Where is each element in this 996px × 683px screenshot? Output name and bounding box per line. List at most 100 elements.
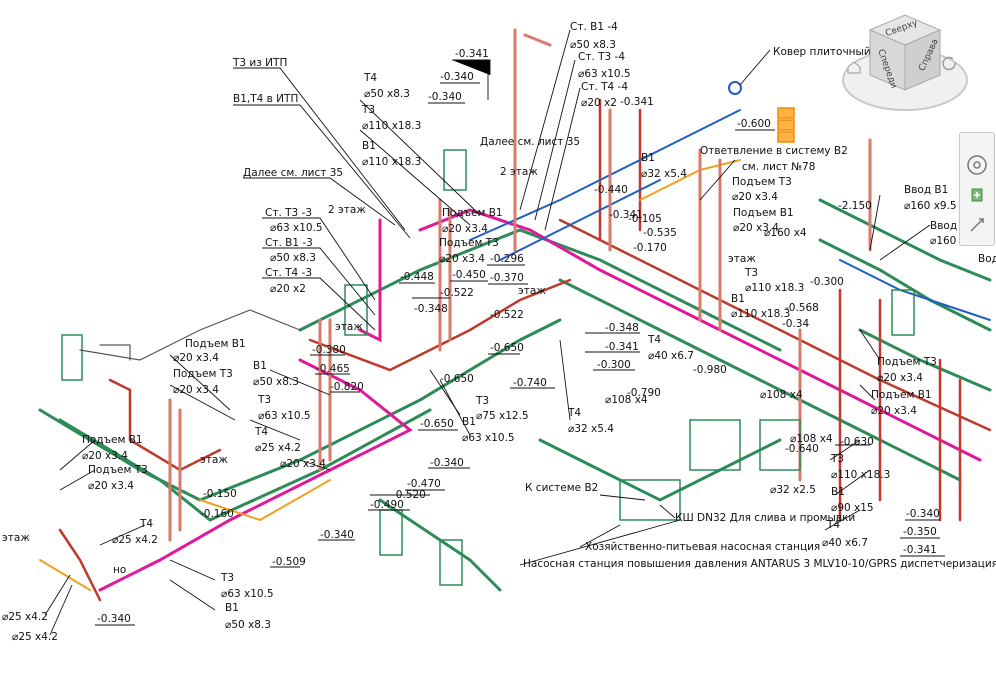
label-d40-a: ⌀40 x6.7	[648, 350, 694, 362]
label-m0450: -0.450	[452, 269, 486, 281]
label-d110-a: ⌀110 x18.3	[362, 120, 421, 132]
label-m0341-top: -0.341	[620, 96, 654, 108]
label-d20-e: ⌀20 x3.4	[732, 191, 778, 203]
label-t4-a: Т4	[363, 72, 377, 84]
label-t3-c: Т3	[257, 394, 271, 406]
label-d50-d: ⌀50 x8.3	[253, 376, 299, 388]
label-d110-e: ⌀110 x18.3	[831, 469, 890, 481]
label-d50-a: ⌀50 x8.3	[570, 39, 616, 51]
label-b1-b: В1	[641, 152, 655, 164]
label-b1-d: В1	[253, 360, 267, 372]
label-b1-a: В1	[362, 140, 376, 152]
label-d20-m: ⌀20 x3.4	[88, 480, 134, 492]
label-m0296: -0.296	[490, 253, 524, 265]
zoom-extents-icon[interactable]	[965, 213, 989, 237]
label-далее-top: Далее см. лист 35	[480, 136, 580, 148]
label-podem-t3-e: Подъем Т3	[88, 464, 148, 476]
label-t3-f: Т3	[220, 572, 234, 584]
label-d110-c: ⌀110 x18.3	[745, 282, 804, 294]
label-no: но	[113, 564, 126, 576]
label-m0300-b: -0.300	[810, 276, 844, 288]
label-podem-t3-b: Подъем Т3	[732, 176, 792, 188]
label-t4-f: Т4	[139, 518, 153, 530]
label-m0300: -0.300	[597, 359, 631, 371]
viewcube-home-icon[interactable]	[847, 61, 861, 74]
label-d20-c: ⌀20 x3.4	[439, 253, 485, 265]
label-podem-t3-c: Подъем Т3	[877, 356, 937, 368]
label-d20-g: ⌀20 x3.4	[877, 372, 923, 384]
label-podem-b1-b: Подъем В1	[733, 207, 794, 219]
label-d63-b: ⌀63 x10.5	[270, 222, 323, 234]
label-m0490: -0.490	[370, 499, 404, 511]
label-d90: ⌀90 x15	[831, 502, 874, 514]
label-d20-i: ⌀20 x3.4	[173, 352, 219, 364]
label-m0170: -0.170	[633, 242, 667, 254]
label-d63-d: ⌀63 x10.5	[462, 432, 515, 444]
label-d160-a: ⌀160 x9.5	[904, 200, 957, 212]
viewcube[interactable]: Сверху Спереди Справа	[842, 14, 968, 111]
label-nasos: Насосная станция повышения давления ANTA…	[523, 558, 996, 570]
label-d20-f: ⌀20 x3.4	[733, 222, 779, 234]
viewcube-right-face[interactable]	[904, 29, 941, 91]
label-etazh-b: этаж	[335, 321, 363, 333]
label-m0370: -0.370	[490, 272, 524, 284]
label-podem-t3-d: Подъем Т3	[173, 368, 233, 380]
label-t3-d: Т3	[475, 395, 489, 407]
label-m0470: -0.470	[407, 478, 441, 490]
label-podem-b1-a: Подъем В1	[442, 207, 503, 219]
label-m0640: -0.640	[785, 443, 819, 455]
label-st-t3-4: Ст. Т3 -4	[578, 51, 625, 63]
label-m0341-d: -0.341	[903, 544, 937, 556]
label-m0650-b: -0.650	[440, 373, 474, 385]
label-b1-g: В1	[225, 602, 239, 614]
navigation-bar	[959, 132, 995, 246]
label-m0340-b: -0.340	[428, 91, 462, 103]
label-etazh-c: этаж	[200, 454, 228, 466]
label-ksh: КШ DN32 Для слива и промывки	[675, 512, 855, 524]
label-otv: Ответвление в систему В2	[700, 145, 848, 157]
label-podem-b1-d: Подъем В1	[185, 338, 246, 350]
label-d50-c: ⌀50 x8.3	[270, 252, 316, 264]
label-m034: -0.34	[782, 318, 809, 330]
label-b1-e: В1	[462, 416, 476, 428]
label-d40-b: ⌀40 x6.7	[822, 537, 868, 549]
label-etazh-e: этаж	[518, 285, 546, 297]
pan-icon[interactable]	[965, 183, 989, 207]
label-d20-a: ⌀20 x2	[581, 97, 617, 109]
steering-wheel-icon[interactable]	[965, 153, 989, 177]
label-d63-a: ⌀63 x10.5	[578, 68, 631, 80]
label-m0341-a: -0.341	[455, 48, 489, 60]
label-m0340-c: -0.340	[430, 457, 464, 469]
label-d160x4: ⌀160 x4	[764, 227, 807, 239]
label-t4-d: Т4	[567, 407, 581, 419]
label-b1-c: В1	[731, 293, 745, 305]
label-m0650-a: -0.650	[490, 342, 524, 354]
label-etazh2-b: 2 этаж	[328, 204, 366, 216]
label-vod: Вод	[978, 253, 996, 265]
label-m0650-c: -0.650	[420, 418, 454, 430]
label-t3-e: Т3	[830, 453, 844, 465]
label-d108-a: ⌀108 x4	[605, 394, 648, 406]
pipe-network	[38, 28, 992, 602]
label-m0790: -0.790	[627, 387, 661, 399]
viewcube-rotate-icon[interactable]	[942, 56, 956, 71]
label-vvod-b1-a: Ввод В1	[904, 184, 948, 196]
label-m0520: -0.520	[392, 489, 426, 501]
label-d75: ⌀75 x12.5	[476, 410, 529, 422]
label-m0380: -0.380	[312, 344, 346, 356]
label-m0105: -0.105	[628, 213, 662, 225]
label-m0820: -0.820	[330, 381, 364, 393]
label-d20-b: ⌀20 x3.4	[442, 223, 488, 235]
label-d20-l: ⌀20 x3.4	[82, 450, 128, 462]
label-m0980: -0.980	[693, 364, 727, 376]
label-hoz: Хозяйственно-питьевая насосная станция	[585, 541, 820, 553]
label-m0341-c2: -0.341	[609, 209, 643, 221]
label-t3-a: Т3	[361, 104, 375, 116]
label-d20-h: ⌀20 x3.4	[871, 405, 917, 417]
label-d110-b: ⌀110 x18.3	[362, 156, 421, 168]
label-d32-a: ⌀32 x5.4	[641, 168, 687, 180]
label-st-t4-3: Ст. Т4 -3	[265, 267, 312, 279]
label-k-sisteme-b2: К системе В2	[525, 482, 598, 494]
label-d110-d: ⌀110 x18.3	[731, 308, 790, 320]
